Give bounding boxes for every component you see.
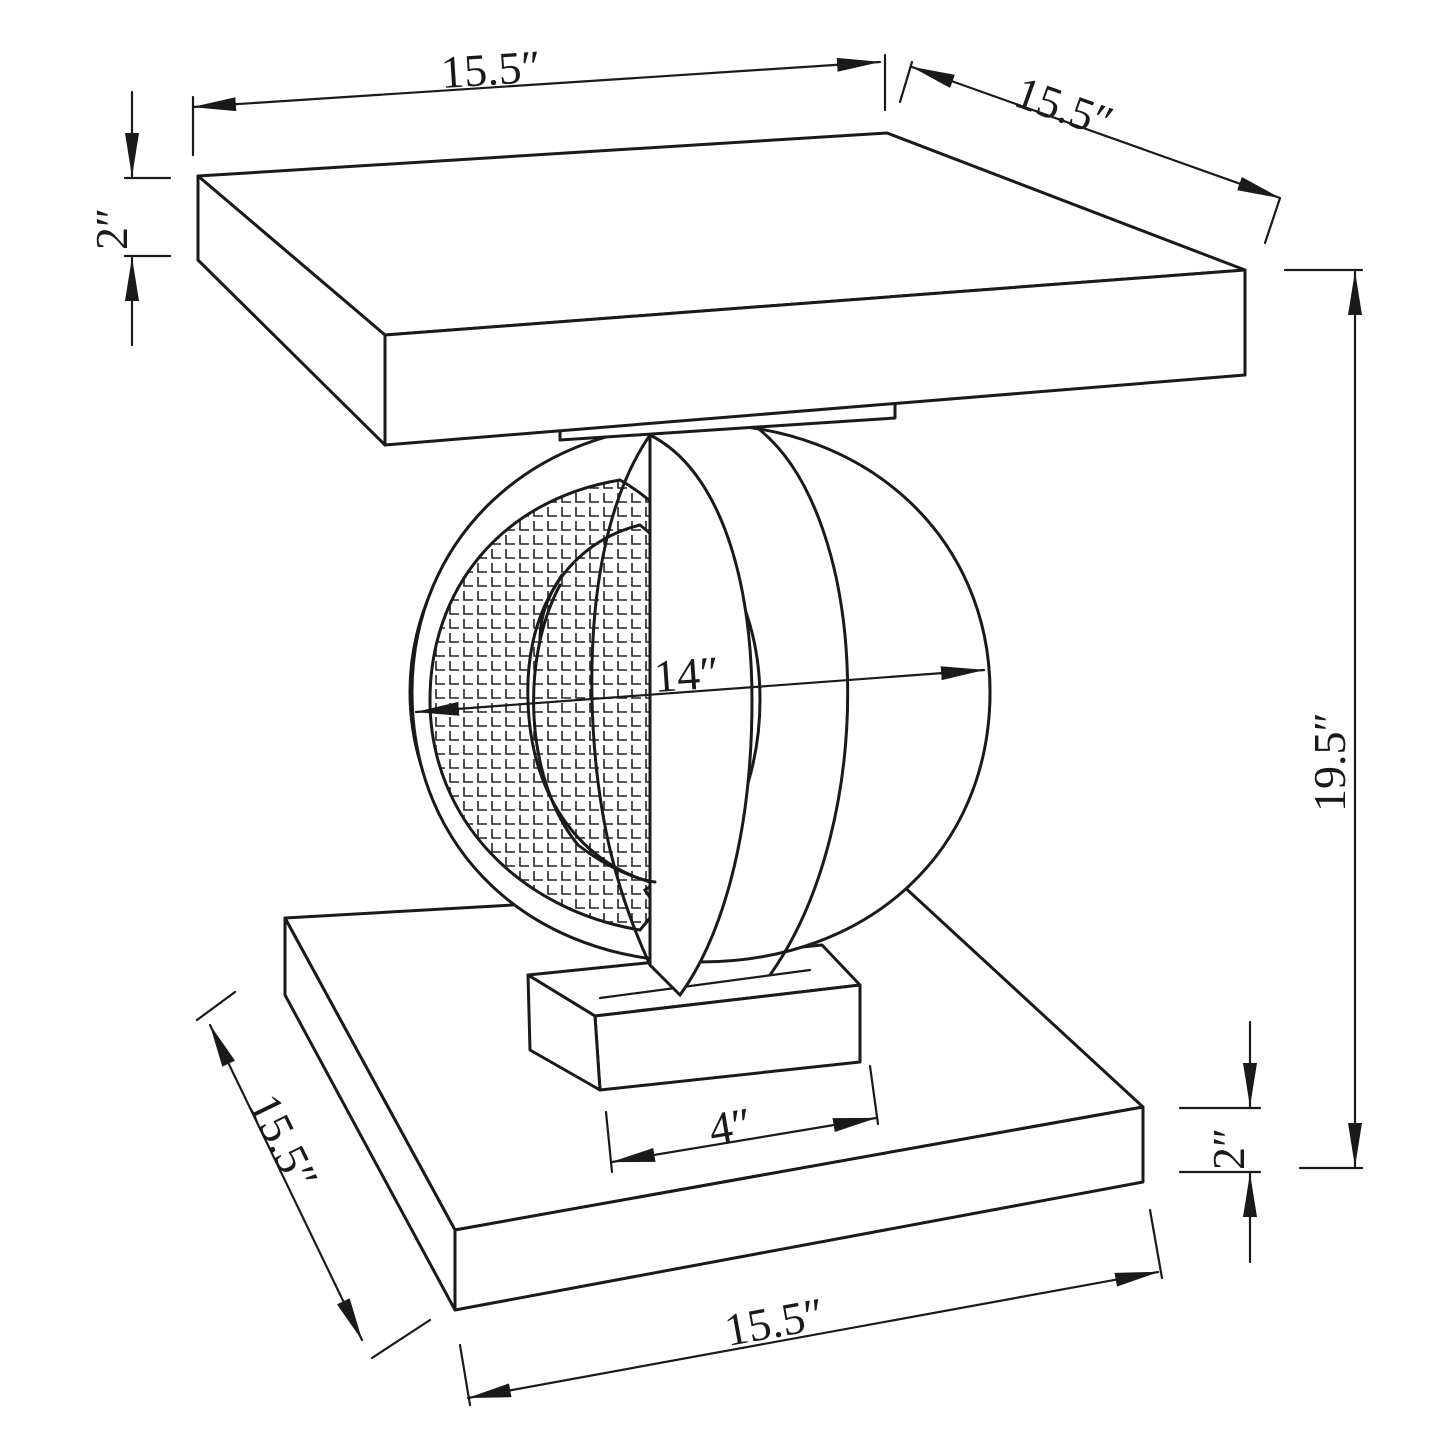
- pedestal-width-label: 4″: [705, 1098, 755, 1155]
- top-width-label: 15.5″: [439, 41, 542, 98]
- top-thickness-label: 2″: [86, 208, 137, 250]
- base-depth-label: 15.5″: [239, 1086, 329, 1198]
- total-height-label: 19.5″: [1304, 712, 1355, 812]
- base-width-label: 15.5″: [721, 1288, 828, 1356]
- top-depth-label: 15.5″: [1009, 66, 1120, 147]
- table-top: [196, 131, 1247, 447]
- ring-diameter-label: 14″: [652, 647, 721, 702]
- base-thickness-label: 2″: [1203, 1128, 1254, 1170]
- pedestal-foot: [526, 943, 862, 1092]
